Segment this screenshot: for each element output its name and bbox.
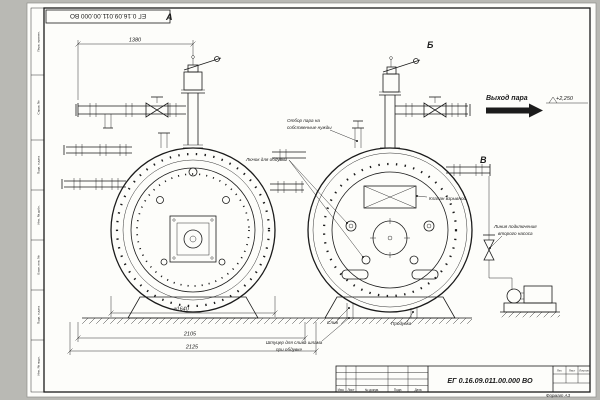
drain-stub: [346, 303, 354, 318]
side-label: Справ. №: [37, 100, 41, 115]
side-label: Подп. и дата: [37, 156, 41, 175]
note-explosion: Клапан взрывной: [429, 195, 467, 201]
tb-doc-number: ЕГ 0.16.09.011.00.000 ВО: [447, 376, 533, 385]
burner-sight: [370, 218, 410, 258]
dim-diameter: [108, 296, 278, 317]
note-drain: Слив: [327, 320, 338, 325]
note-sludge-1: Штуцер для слива шлама: [266, 340, 323, 345]
stamp-top-box: ЕГ 0.16.09.011.00.000 ВО: [45, 9, 171, 24]
side-column-labels: Перв. примен. Справ. № Подп. и дата Инв.…: [37, 31, 41, 376]
format-label: Формат А3: [546, 393, 571, 398]
steam-manifold-right: [395, 96, 471, 118]
note-pump-line-1: Линия подключения: [493, 224, 537, 229]
feed-valve: [483, 176, 513, 290]
ground-hatch: [82, 317, 472, 324]
tb-col-sheets: Листов: [579, 369, 589, 373]
dim-diameter-text: ⌀1640: [173, 307, 189, 313]
side-label: Инв. № дубл.: [37, 205, 41, 224]
dim-2125: [67, 322, 319, 355]
note-sludge-2: при обдувке: [276, 347, 302, 352]
elevation-mark: [546, 96, 588, 104]
feed-pump: [500, 285, 560, 318]
steam-takeoff-stub: [352, 120, 364, 148]
dim-2125-text: 2125: [185, 345, 199, 351]
view-label-v: В: [480, 155, 487, 165]
title-block: Изм. Лист № докум. Подп. Дата Лит. Лист …: [335, 365, 591, 393]
side-label: Перв. примен.: [37, 31, 41, 52]
view-label-b: Б: [427, 40, 434, 50]
tb-col-izm: Изм.: [338, 388, 345, 392]
boiler-right-view: [307, 147, 473, 313]
tb-col-sign: Подп.: [394, 388, 403, 392]
sheet-paper: [26, 2, 597, 398]
dim-1380: [75, 40, 196, 100]
water-gauge-pipes-mid: [270, 149, 306, 193]
side-label: Взам. инв. №: [37, 255, 41, 275]
water-gauge-pipes-left: [61, 144, 132, 190]
note-steam-own-1: Отбор пара на: [287, 118, 320, 123]
dim-2105-text: 2105: [183, 332, 197, 338]
dim-2105: [75, 322, 308, 342]
stamp-top-text: ЕГ 0.16.09.011.00.000 ВО: [70, 12, 146, 19]
note-hatch: Лючок для обдувки: [245, 157, 287, 162]
tb-col-list: Лист: [348, 388, 355, 392]
dim-1380-text: 1380: [129, 38, 142, 44]
safety-valve-right: [352, 56, 421, 149]
note-blowdown: Продувка: [391, 321, 412, 326]
note-pump-line-2: второго насоса: [498, 231, 533, 236]
boiler-left-view: [110, 147, 276, 313]
safety-valve-left: [158, 55, 222, 149]
tb-col-doc: № докум.: [365, 388, 379, 392]
side-label: Инв. № подл.: [37, 356, 41, 375]
steam-outlet-arrow: [486, 103, 543, 118]
drawing-frame: [30, 7, 591, 393]
tb-col-lit: Лит.: [557, 369, 563, 373]
steam-outlet-label: Выход пара: [486, 94, 528, 102]
view-label-a: А: [165, 12, 173, 22]
leader-lines: [288, 129, 503, 342]
note-steam-own-2: собственные нужды: [287, 125, 332, 130]
view-v-piping: [446, 164, 491, 176]
tb-col-sheet: Лист: [569, 369, 576, 373]
blowdown-stub: [410, 308, 418, 318]
explosion-hatch: [363, 185, 417, 209]
elevation-value: +2,250: [556, 96, 574, 102]
tb-col-date: Дата: [414, 388, 421, 392]
steam-manifold-left: [75, 96, 186, 129]
side-label: Подп. и дата: [37, 306, 41, 325]
